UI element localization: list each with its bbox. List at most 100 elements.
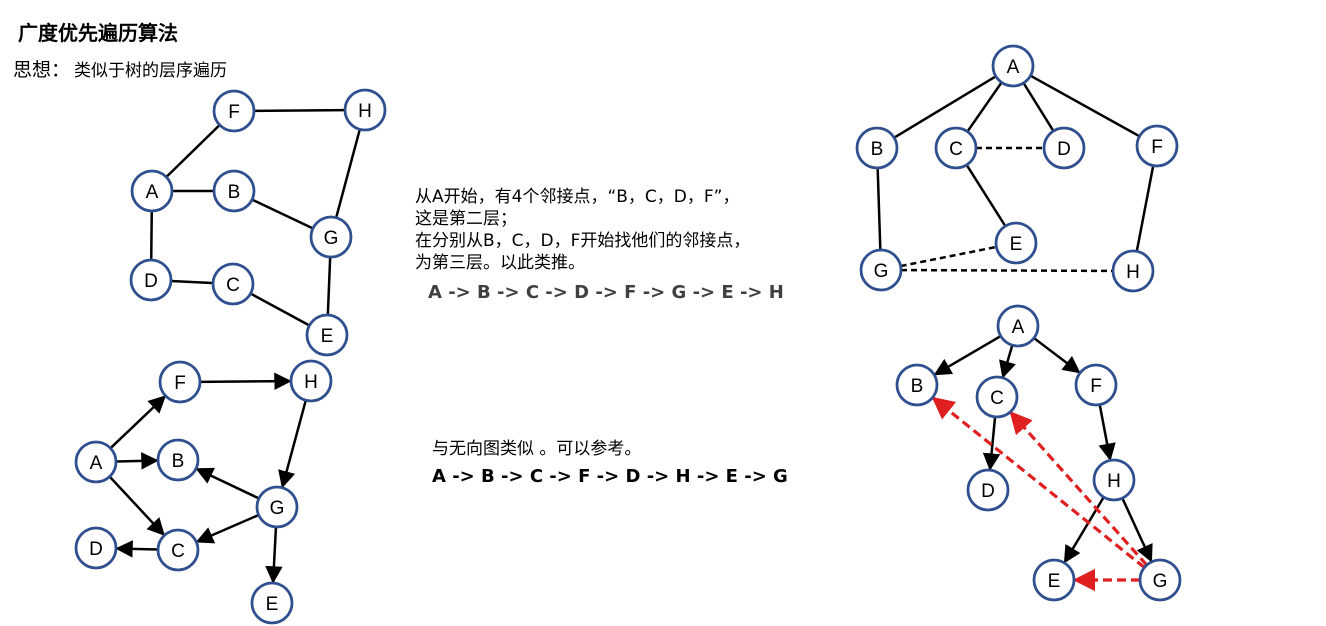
edge-H-G (335, 128, 362, 218)
node-A: A (996, 304, 1040, 348)
edge-A-C (966, 81, 1003, 132)
node-C: C (934, 126, 978, 170)
edge-C-D (115, 540, 159, 558)
node-label: E (1010, 234, 1023, 255)
node-E: E (305, 313, 349, 357)
node-E: E (994, 221, 1038, 265)
node-label: H (1107, 471, 1121, 492)
edge-G-B (195, 467, 260, 500)
edge-G-C (195, 513, 260, 544)
node-label: D (981, 481, 995, 502)
edge-A-B (933, 335, 1002, 376)
node-circle (309, 215, 353, 259)
node-label: G (324, 228, 339, 249)
edge-G-E (326, 256, 332, 315)
node-label: G (1153, 571, 1168, 592)
node-label: D (89, 539, 103, 560)
node-label: A (1007, 57, 1020, 78)
node-D: D (74, 526, 118, 570)
undirected-graph: F H A B G D C E (129, 88, 387, 357)
node-A: A (74, 440, 118, 484)
node-label: E (321, 326, 334, 347)
node-circle (255, 485, 299, 529)
node-circle (212, 89, 256, 133)
node-circle (1111, 249, 1155, 293)
node-label: H (1126, 262, 1140, 283)
edge-A-F (1029, 74, 1140, 137)
node-circle (859, 248, 903, 292)
node-circle (966, 468, 1010, 512)
node-label: B (871, 139, 884, 160)
node-circle (1092, 458, 1136, 502)
node-circle (991, 44, 1035, 88)
node-B: B (156, 438, 200, 482)
node-label: H (358, 101, 372, 122)
idea-line: 思想：类似于树的层序遍历 (13, 55, 227, 82)
edge-A-D (1022, 82, 1054, 131)
node-C: C (211, 262, 255, 306)
edge-A-C (999, 344, 1016, 379)
node-label: G (270, 498, 285, 519)
undirected-sequence: A -> B -> C -> D -> F -> G -> E -> H (428, 282, 784, 303)
node-circle (156, 438, 200, 482)
node-H: H (1092, 458, 1136, 502)
node-D: D (129, 258, 173, 302)
node-circle (1135, 124, 1179, 168)
dashed-edge-G-H (900, 268, 1113, 273)
node-circle (250, 581, 294, 625)
node-label: B (228, 182, 241, 203)
node-label: A (146, 182, 159, 203)
edge-F-H (1135, 165, 1155, 251)
edge-A-C (108, 475, 165, 536)
node-H: H (343, 88, 387, 132)
node-A: A (130, 169, 174, 213)
edge-G-E (265, 526, 283, 584)
idea-text: 类似于树的层序遍历 (74, 61, 228, 81)
node-F: F (212, 89, 256, 133)
explanation-line: 这是第二层； (415, 209, 517, 229)
node-circle (74, 526, 118, 570)
edge-H-G (278, 399, 307, 489)
edge-C-E (249, 292, 310, 327)
edge-C-D (982, 416, 1001, 471)
edge-F-H (199, 372, 292, 391)
edge-D-C (170, 279, 213, 285)
idea-label: 思想： (13, 59, 71, 81)
node-B: B (895, 363, 939, 407)
node-circle (1032, 558, 1076, 602)
node-label: F (1151, 137, 1163, 158)
edge-A-F (165, 124, 220, 178)
edge-A-F (1033, 337, 1081, 374)
node-E: E (1032, 558, 1076, 602)
explanation-line: 为第三层。以此类推。 (415, 253, 585, 273)
node-label: F (174, 373, 186, 394)
node-circle (975, 375, 1019, 419)
node-label: D (144, 271, 158, 292)
edge-A-F (109, 395, 167, 450)
node-circle (343, 88, 387, 132)
node-label: A (90, 453, 103, 474)
node-C: C (975, 375, 1019, 419)
node-circle (934, 126, 978, 170)
node-label: E (266, 594, 279, 615)
directed-explanation: 与无向图类似 。可以参考。 (432, 439, 642, 459)
node-circle (129, 258, 173, 302)
node-circle (212, 169, 256, 213)
node-F: F (1135, 124, 1179, 168)
node-B: B (855, 126, 899, 170)
node-circle (994, 221, 1038, 265)
node-F: F (158, 360, 202, 404)
node-circle (305, 313, 349, 357)
edge-C-E (965, 164, 1006, 226)
node-label: B (172, 451, 185, 472)
edge-A-B (115, 452, 159, 470)
node-circle (895, 363, 939, 407)
explanation-line: 从A开始，有4个邻接点，“B，C，D，F”， (415, 187, 740, 207)
node-G: G (255, 485, 299, 529)
node-D: D (966, 468, 1010, 512)
node-label: C (171, 541, 185, 562)
